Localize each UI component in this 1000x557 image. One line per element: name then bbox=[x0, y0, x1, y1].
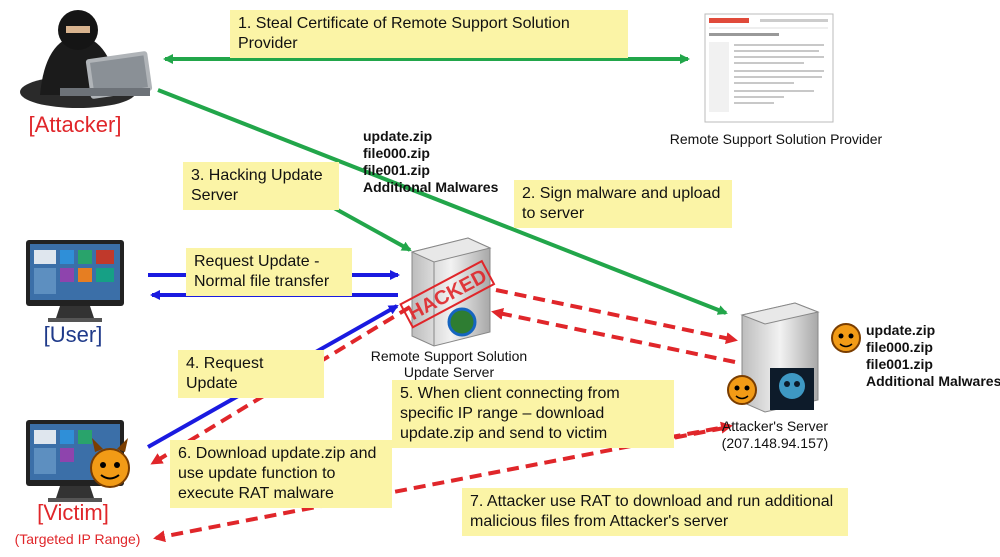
attacker-server-icon bbox=[740, 302, 820, 413]
devil-icon bbox=[727, 375, 757, 405]
step2-note: 2. Sign malware and upload to server bbox=[514, 180, 732, 228]
provider-webpage-thumbnail bbox=[704, 13, 834, 123]
file-name: update.zip bbox=[866, 322, 936, 338]
provider-label: Remote Support Solution Provider bbox=[669, 131, 883, 147]
arrow-hacking-update-server bbox=[324, 201, 412, 252]
update-server-file-list: update.zip file000.zip file001.zip Addit… bbox=[363, 128, 498, 196]
file-name: update.zip bbox=[363, 128, 433, 144]
attacker-label: [Attacker] bbox=[28, 112, 122, 137]
file-name: file001.zip bbox=[866, 356, 933, 372]
update-server-icon: HACKED bbox=[399, 237, 496, 347]
devil-icon bbox=[831, 323, 861, 353]
user-label: [User] bbox=[43, 322, 103, 347]
file-name: file001.zip bbox=[363, 162, 430, 178]
attacker-server-label: Attacker's Server (207.148.94.157) bbox=[721, 418, 829, 451]
file-name: Additional Malwares bbox=[363, 179, 499, 195]
attacker-figure bbox=[20, 10, 153, 108]
victim-sublabel: (Targeted IP Range) bbox=[14, 531, 141, 547]
attacker-server-file-list: update.zip file000.zip file001.zip Addit… bbox=[866, 322, 1000, 390]
devil-icon bbox=[90, 438, 130, 488]
arrow-download-to-victim bbox=[150, 305, 412, 465]
arrow-attacker-server-to-server bbox=[491, 307, 736, 364]
step7-note: 7. Attacker use RAT to download and run … bbox=[462, 488, 848, 536]
request-normal-note: Request Update - Normal file transfer bbox=[186, 248, 352, 296]
step6-note: 6. Download update.zip and use update fu… bbox=[170, 440, 392, 508]
user-monitor-icon bbox=[26, 240, 124, 322]
file-name: Additional Malwares bbox=[866, 373, 1000, 389]
step4-note: 4. Request Update bbox=[178, 350, 324, 398]
step5-note: 5. When client connecting from specific … bbox=[392, 380, 674, 448]
file-name: file000.zip bbox=[363, 145, 430, 161]
update-server-label: Remote Support Solution Update Server bbox=[370, 348, 528, 380]
step1-note: 1. Steal Certificate of Remote Support S… bbox=[230, 10, 628, 58]
arrow-sign-upload bbox=[157, 88, 728, 315]
victim-label: [Victim] bbox=[37, 500, 109, 525]
file-name: file000.zip bbox=[866, 339, 933, 355]
arrow-server-to-attacker-server bbox=[495, 288, 738, 345]
step3-note: 3. Hacking Update Server bbox=[183, 162, 339, 210]
arrow-rat-download-tip bbox=[649, 421, 733, 443]
